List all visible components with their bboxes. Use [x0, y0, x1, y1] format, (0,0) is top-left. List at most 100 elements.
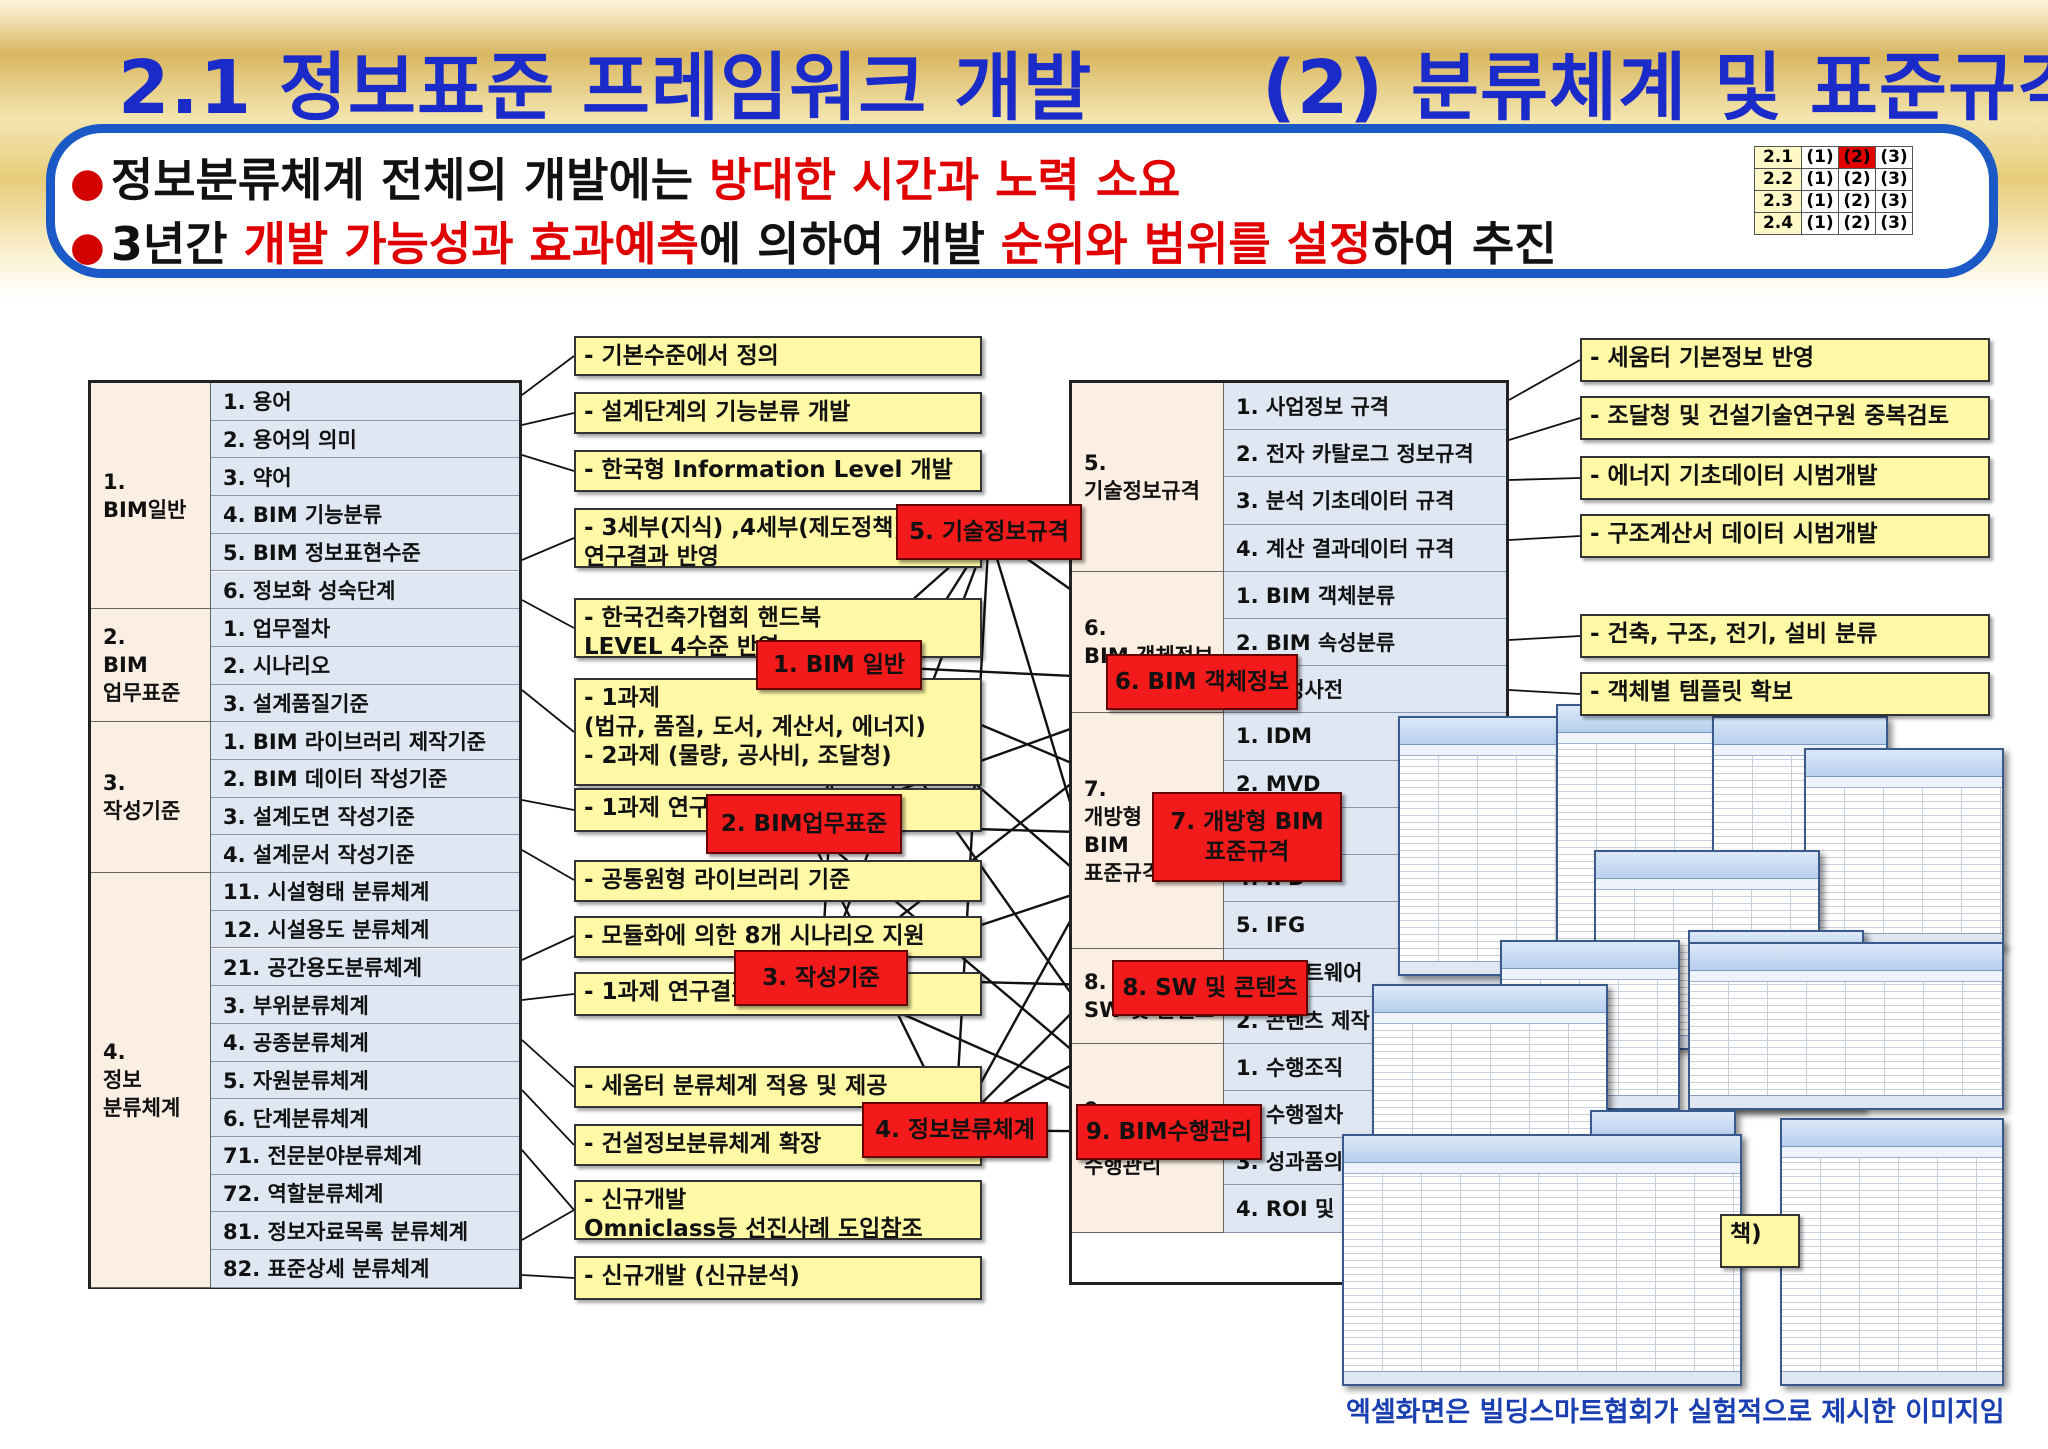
summary-banner — [46, 124, 1998, 278]
section-row: 2.4(1)(2)(3) — [1754, 212, 1913, 235]
group-label: 1.BIM일반 — [91, 383, 211, 610]
ribbon — [1502, 942, 1678, 969]
item-cell: 21. 공간용도분류체계 — [211, 948, 519, 987]
item-cell: 2. BIM 데이터 작성기준 — [211, 760, 519, 798]
hub-box[interactable]: 4. 정보분류체계 — [862, 1102, 1048, 1158]
cell-grid — [1782, 1158, 2002, 1372]
item-cell: 5. BIM 정보표현수준 — [211, 533, 519, 572]
item-cell: 4. BIM 기능분류 — [211, 496, 519, 534]
connector-line — [521, 412, 575, 426]
section-cell[interactable]: (1) — [1801, 168, 1839, 191]
item-cell: 12. 시설용도 분류체계 — [211, 910, 519, 949]
section-number[interactable]: 2.3 — [1754, 190, 1802, 213]
section-number[interactable]: 2.4 — [1754, 212, 1802, 235]
sheet-tabs — [1690, 1095, 2002, 1108]
item-cell: 1. 사업정보 규격 — [1224, 383, 1506, 431]
note-box: - 객체별 템플릿 확보 — [1580, 672, 1990, 716]
item-cell: 4. 설계문서 작성기준 — [211, 835, 519, 874]
hub-box[interactable]: 9. BIM수행관리 — [1076, 1104, 1262, 1160]
item-cell: 6. 단계분류체계 — [211, 1099, 519, 1137]
connector-line — [521, 454, 575, 472]
item-cell: 1. BIM 라이브러리 제작기준 — [211, 722, 519, 760]
section-cell[interactable]: (3) — [1875, 168, 1913, 191]
connector-line — [521, 849, 575, 881]
connector-line — [1508, 689, 1581, 695]
spreadsheet-thumbnail — [1804, 748, 2004, 948]
item-cell: 11. 시설형태 분류체계 — [211, 873, 519, 911]
note-box: - 세움터 기본정보 반영 — [1580, 338, 1990, 382]
ribbon — [1782, 1120, 2002, 1147]
section-cell[interactable]: (2) — [1838, 190, 1876, 213]
section-cell[interactable]: (3) — [1875, 146, 1913, 169]
spreadsheet-thumbnail — [1342, 1134, 1742, 1386]
item-cell: 1. 용어 — [211, 383, 519, 421]
hub-box[interactable]: 2. BIM업무표준 — [706, 794, 902, 854]
item-cell: 3. 약어 — [211, 458, 519, 497]
section-cell[interactable]: (3) — [1875, 212, 1913, 235]
section-row: 2.2(1)(2)(3) — [1754, 168, 1913, 191]
formula-bar — [1596, 879, 1818, 890]
page-subtitle: (2) 분류체계 및 표준규격 — [1262, 45, 2048, 131]
group-label: 3.작성기준 — [91, 722, 211, 874]
formula-bar — [1558, 733, 1724, 744]
hub-box[interactable]: 5. 기술정보규격 — [896, 504, 1082, 560]
connector-line — [521, 689, 575, 733]
item-cell: 4. 공종분류체계 — [211, 1023, 519, 1062]
connector-line — [521, 1089, 575, 1146]
item-cell: 3. 부위분류체계 — [211, 986, 519, 1024]
note-box: - 구조계산서 데이터 시범개발 — [1580, 514, 1990, 558]
item-cell: 3. 설계품질기준 — [211, 684, 519, 723]
section-cell[interactable]: (2) — [1838, 168, 1876, 191]
note-box: - 조달청 및 건설기술연구원 중복검토 — [1580, 396, 1990, 440]
connector-line — [1508, 359, 1581, 401]
hub-box[interactable]: 1. BIM 일반 — [756, 640, 922, 690]
page-title: 2.1 정보표준 프레임워크 개발 — [118, 45, 1093, 131]
item-cell: 5. 자원분류체계 — [211, 1061, 519, 1100]
connector-line — [521, 799, 575, 811]
section-cell[interactable]: (2) — [1838, 212, 1876, 235]
item-cell: 72. 역할분류체계 — [211, 1174, 519, 1213]
section-number[interactable]: 2.1 — [1754, 146, 1802, 169]
section-cell-selected[interactable]: (2) — [1838, 146, 1876, 169]
item-cell: 4. 계산 결과데이터 규격 — [1224, 524, 1506, 572]
formula-bar — [1502, 969, 1678, 980]
note-box: - 건축, 구조, 전기, 설비 분류 — [1580, 614, 1990, 658]
connector-line — [521, 1274, 575, 1279]
connector-line — [521, 537, 575, 561]
note-box: - 세움터 분류체계 적용 및 제공 — [574, 1066, 982, 1108]
note-box: - 1과제 (법규, 품질, 도서, 계산서, 에너지)- 2과제 (물량, 공… — [574, 678, 982, 786]
hub-box[interactable]: 8. SW 및 콘텐츠 — [1112, 960, 1308, 1016]
item-cell: 81. 정보자료목록 분류체계 — [211, 1212, 519, 1251]
section-cell[interactable]: (1) — [1801, 212, 1839, 235]
connector-line — [521, 1039, 575, 1088]
formula-bar — [1344, 1163, 1740, 1174]
summary-line-2: ●3년간 개발 가능성과 효과예측에 의하여 개발 순위와 범위를 설정하여 추… — [70, 217, 1557, 271]
hub-box[interactable]: 3. 작성기준 — [734, 950, 908, 1006]
bullet-icon: ● — [70, 160, 105, 206]
note-box: - 에너지 기초데이터 시범개발 — [1580, 456, 1990, 500]
cell-grid — [1344, 1174, 1740, 1372]
connector-line — [521, 1149, 575, 1211]
ribbon — [1806, 750, 2002, 777]
footnote: 엑셀화면은 빌딩스마트협회가 실험적으로 제시한 이미지임 — [1346, 1397, 2005, 1428]
spreadsheet-thumbnail — [1688, 942, 2004, 1110]
ribbon — [1596, 852, 1818, 879]
note-box: 책) — [1720, 1214, 1800, 1268]
sheet-tabs — [1782, 1371, 2002, 1384]
cell-grid — [1806, 788, 2002, 934]
item-cell: 3. 분석 기초데이터 규격 — [1224, 477, 1506, 525]
connector-line — [1508, 635, 1581, 641]
item-cell: 6. 정보화 성숙단계 — [211, 571, 519, 610]
hub-box[interactable]: 6. BIM 객체정보 — [1106, 654, 1298, 710]
connector-line — [1508, 477, 1581, 481]
connector-line — [521, 935, 575, 961]
formula-bar — [1782, 1147, 2002, 1158]
note-box: - 기본수준에서 정의 — [574, 336, 982, 376]
connector-line — [1508, 417, 1581, 441]
ribbon — [1690, 944, 2002, 971]
note-box: - 신규개발 Omniclass등 선진사례 도입참조 — [574, 1180, 982, 1240]
connector-line — [521, 599, 575, 629]
note-box: - 한국형 Information Level 개발 — [574, 450, 982, 492]
